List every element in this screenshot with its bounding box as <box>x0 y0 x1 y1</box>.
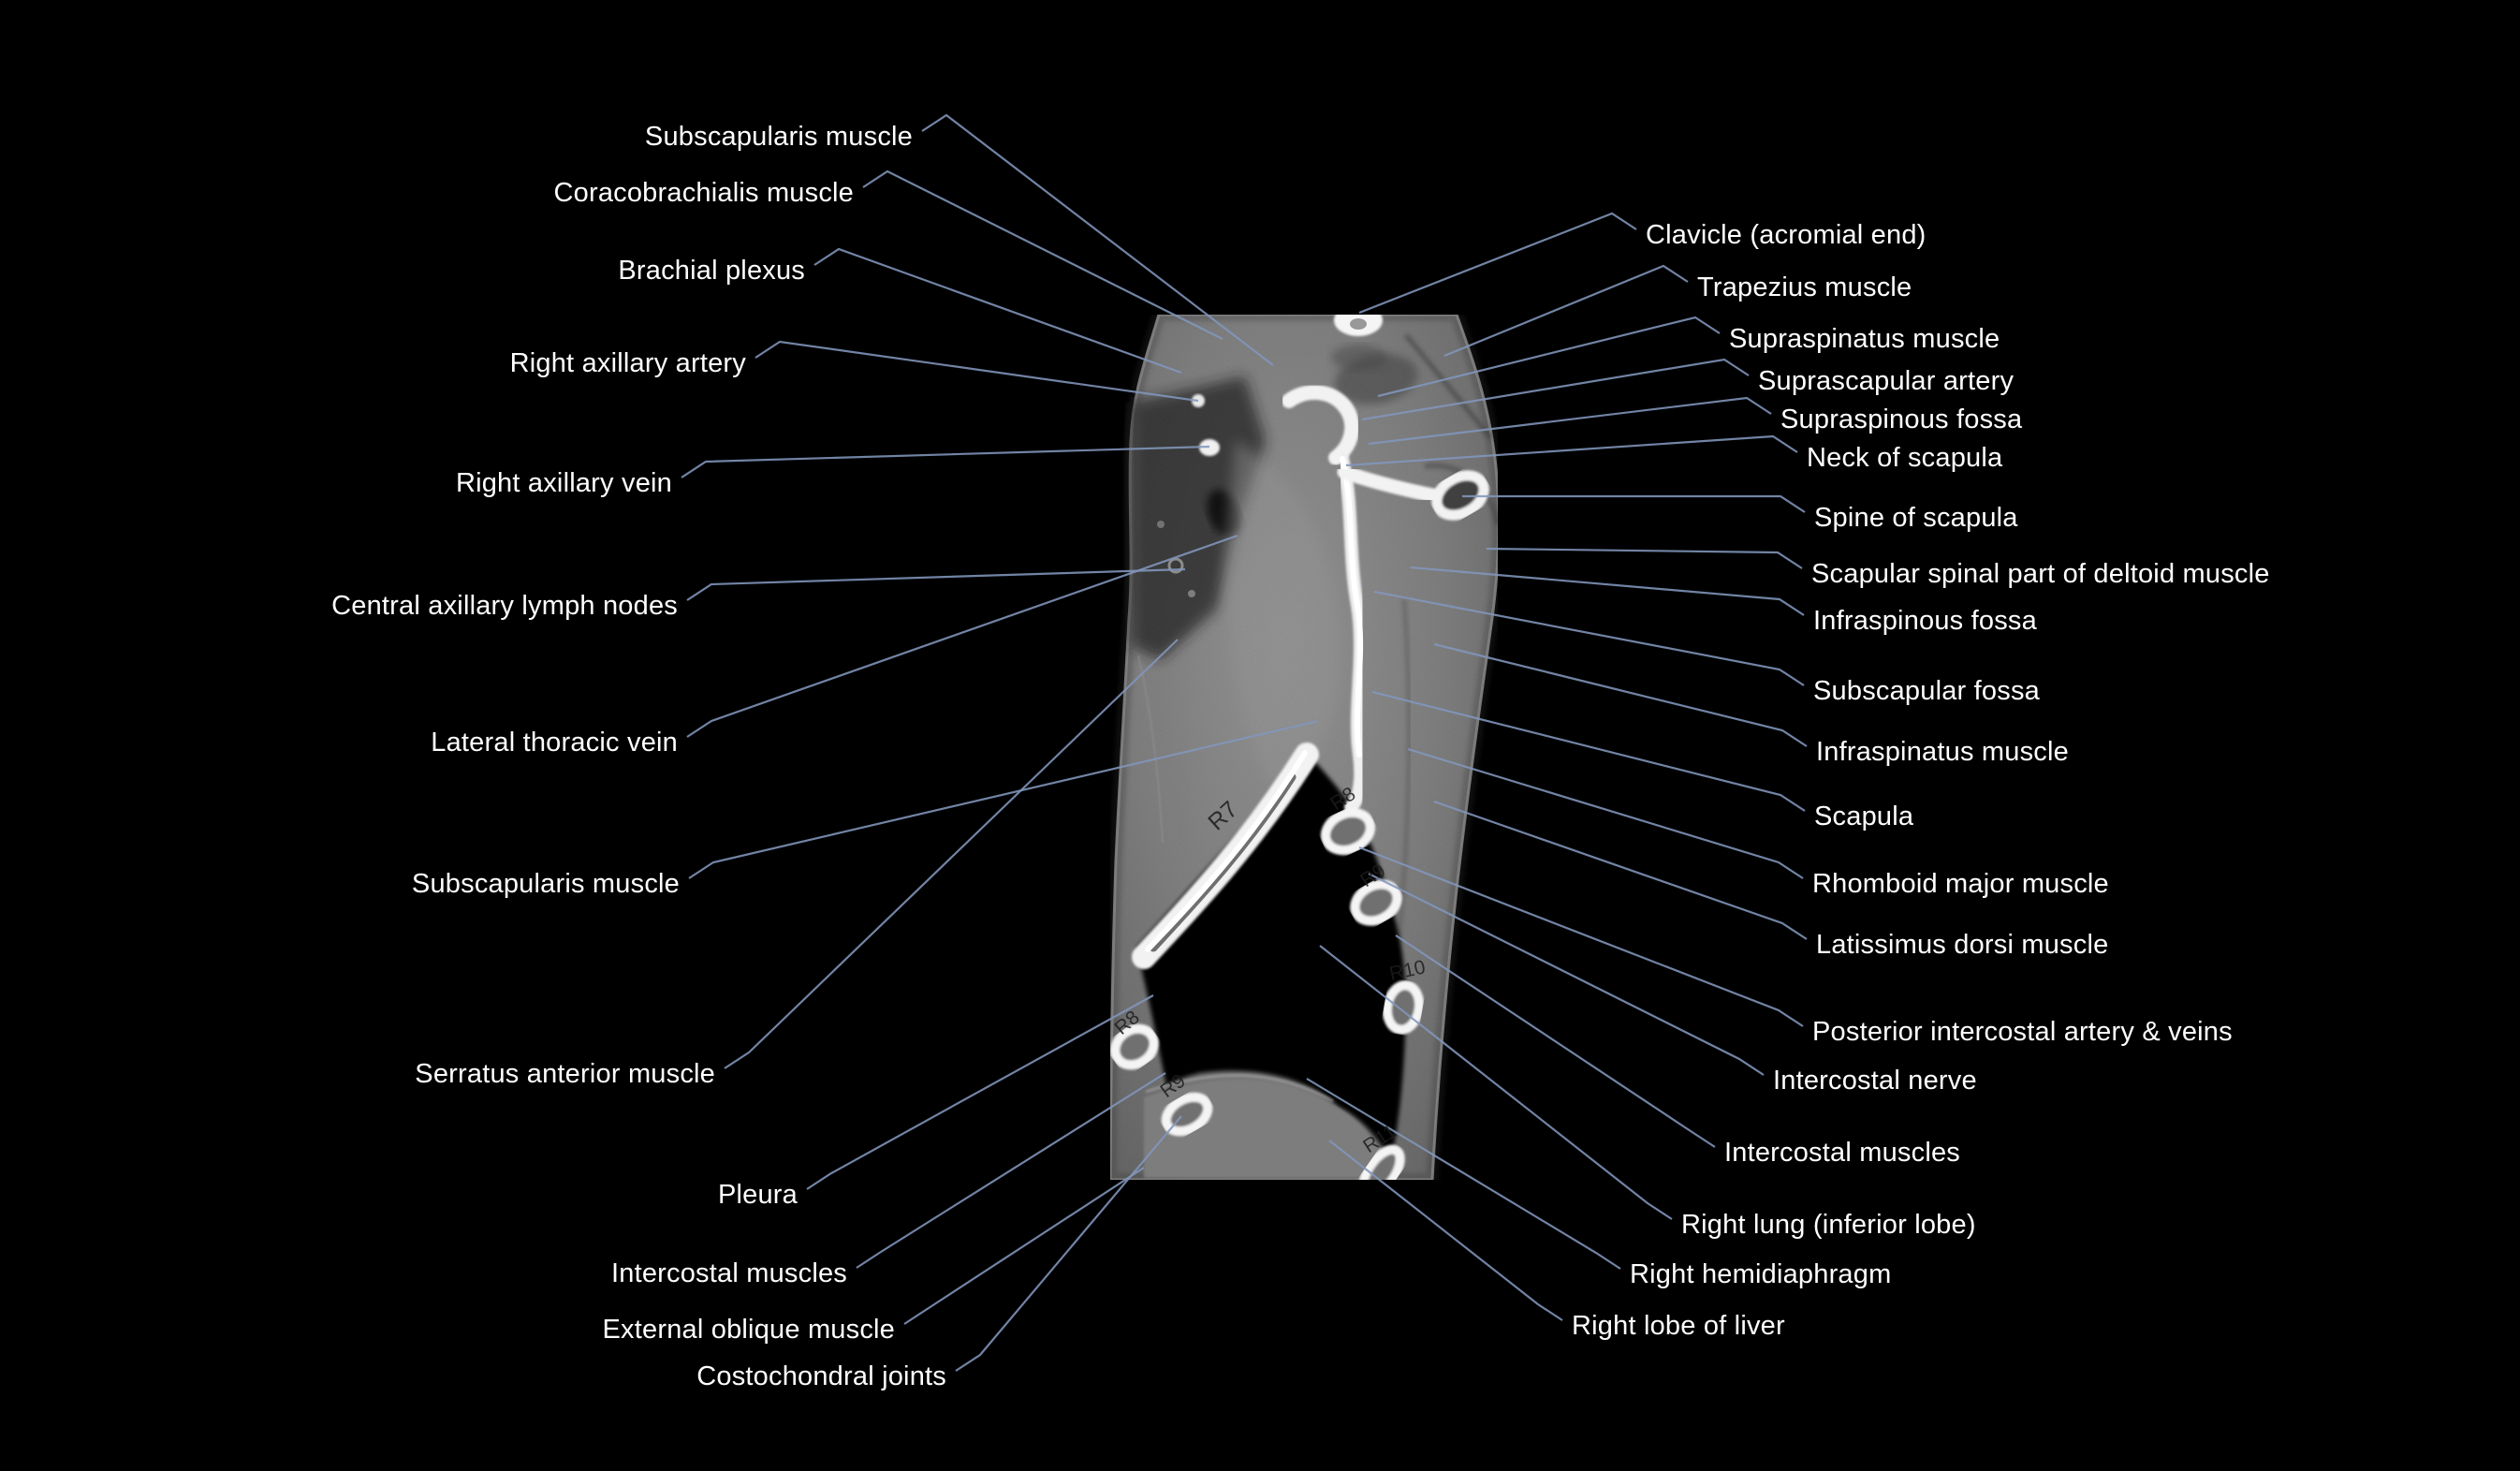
leader-line-clavicle-acromial-end <box>1358 212 1637 315</box>
leader-line-intercostal-muscles <box>1395 934 1716 1148</box>
leader-line-trapezius-muscle <box>1443 264 1689 358</box>
leader-line-costochondral-joints <box>955 1115 1182 1372</box>
leader-line-right-axillary-artery <box>755 340 1199 403</box>
rib7-cortex-highlight <box>1145 750 1308 952</box>
small-vessel-dot <box>1157 521 1165 528</box>
leader-line-neck-of-scapula <box>1345 434 1798 467</box>
ct-body-group <box>1110 315 1498 1180</box>
leader-line-right-axillary-vein <box>681 445 1210 478</box>
leader-line-pleura <box>806 994 1154 1190</box>
leader-line-scapular-spinal-part-of-deltoid-muscle <box>1486 547 1803 569</box>
leader-lines-group <box>681 113 1808 1372</box>
leader-line-rhomboid-major-muscle <box>1407 747 1804 879</box>
leader-line-right-lobe-of-liver <box>1328 1140 1563 1321</box>
right-lung-region <box>1136 755 1407 1161</box>
rib9-posterior-bone <box>1350 879 1402 926</box>
glenoid-coracoid-bone <box>1282 385 1360 465</box>
rib11-posterior-bone <box>1358 1144 1405 1180</box>
scapula-cortex-highlight <box>1340 456 1364 758</box>
leader-line-coracobrachialis-muscle <box>862 169 1223 340</box>
rib8-anterior-bone <box>1110 1023 1159 1070</box>
leader-line-spine-of-scapula <box>1462 494 1806 513</box>
lymph-node-dot <box>1188 590 1195 597</box>
leader-line-central-axillary-lymph-nodes <box>686 567 1186 601</box>
leader-line-infraspinatus-muscle <box>1433 642 1808 747</box>
leader-line-brachial-plexus <box>813 247 1182 375</box>
leader-line-scapula <box>1371 690 1806 812</box>
leader-line-subscapularis-muscle <box>921 113 1274 366</box>
lymph-node-ring <box>1167 557 1184 574</box>
rib10-posterior-bone <box>1382 980 1425 1035</box>
leader-line-infraspinous-fossa <box>1410 566 1805 616</box>
leader-line-intercostal-nerve <box>1368 873 1765 1076</box>
leader-line-lateral-thoracic-vein <box>686 534 1238 738</box>
leader-line-supraspinous-fossa <box>1368 396 1772 446</box>
leader-line-intercostal-muscles <box>856 1072 1166 1269</box>
leader-line-right-lung-inferior-lobe <box>1319 945 1673 1220</box>
clavicle-marrow <box>1350 318 1367 330</box>
rib8-posterior-bone <box>1320 807 1376 856</box>
diaphragm-dome-line <box>1145 1073 1334 1103</box>
leader-line-posterior-intercostal-artery-veins <box>1358 846 1804 1027</box>
leader-line-subscapular-fossa <box>1373 590 1805 686</box>
leader-line-right-hemidiaphragm <box>1306 1078 1621 1270</box>
serratus-streak <box>1136 655 1165 844</box>
leader-line-subscapularis-muscle <box>688 719 1319 879</box>
leader-line-external-oblique-muscle <box>903 1167 1145 1325</box>
leader-line-serratus-anterior-muscle <box>724 639 1179 1069</box>
acromion-ring-bone <box>1431 470 1489 521</box>
leader-line-latissimus-dorsi-muscle <box>1433 800 1808 940</box>
leader-line-supraspinatus-muscle <box>1377 316 1721 398</box>
leader-line-suprascapular-artery <box>1361 358 1750 421</box>
